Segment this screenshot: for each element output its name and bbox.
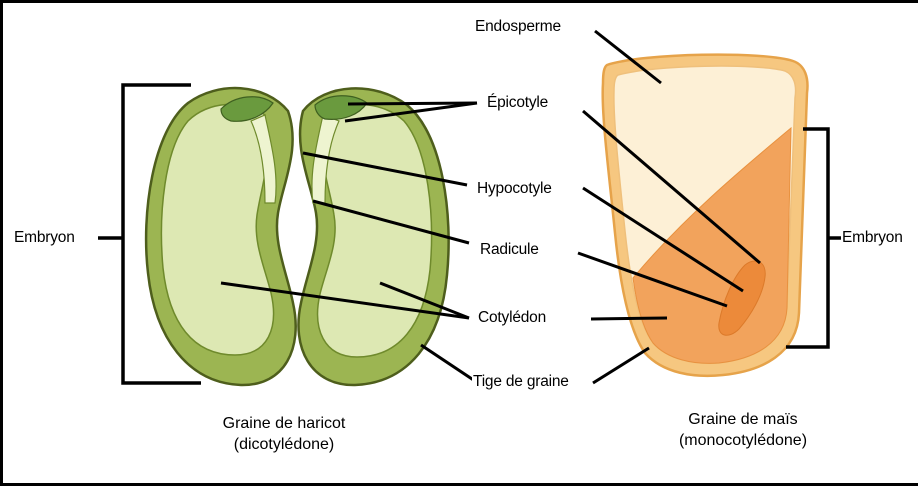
cotyledon-leader (591, 318, 667, 319)
bean-left-half (146, 88, 296, 385)
caption-bean: Graine de haricot (dicotylédone) (199, 413, 369, 455)
caption-bean-name: Graine de haricot (199, 413, 369, 434)
label-radicule: Radicule (479, 241, 540, 259)
caption-bean-type: (dicotylédone) (199, 434, 369, 455)
caption-corn: Graine de maïs (monocotylédone) (653, 409, 833, 451)
label-cotyledon: Cotylédon (477, 309, 547, 327)
label-tige-de-graine: Tige de graine (472, 373, 570, 391)
caption-corn-type: (monocotylédone) (653, 430, 833, 451)
tige-leader-right (593, 348, 649, 383)
caption-corn-name: Graine de maïs (653, 409, 833, 430)
tige-leader-left (421, 345, 475, 381)
label-epicotyle: Épicotyle (486, 94, 549, 112)
label-embryon-left: Embryon (13, 229, 76, 247)
label-hypocotyle: Hypocotyle (476, 180, 553, 198)
bean-right-half (298, 88, 448, 385)
label-endosperme: Endosperme (474, 18, 562, 36)
label-embryon-right: Embryon (841, 229, 904, 247)
